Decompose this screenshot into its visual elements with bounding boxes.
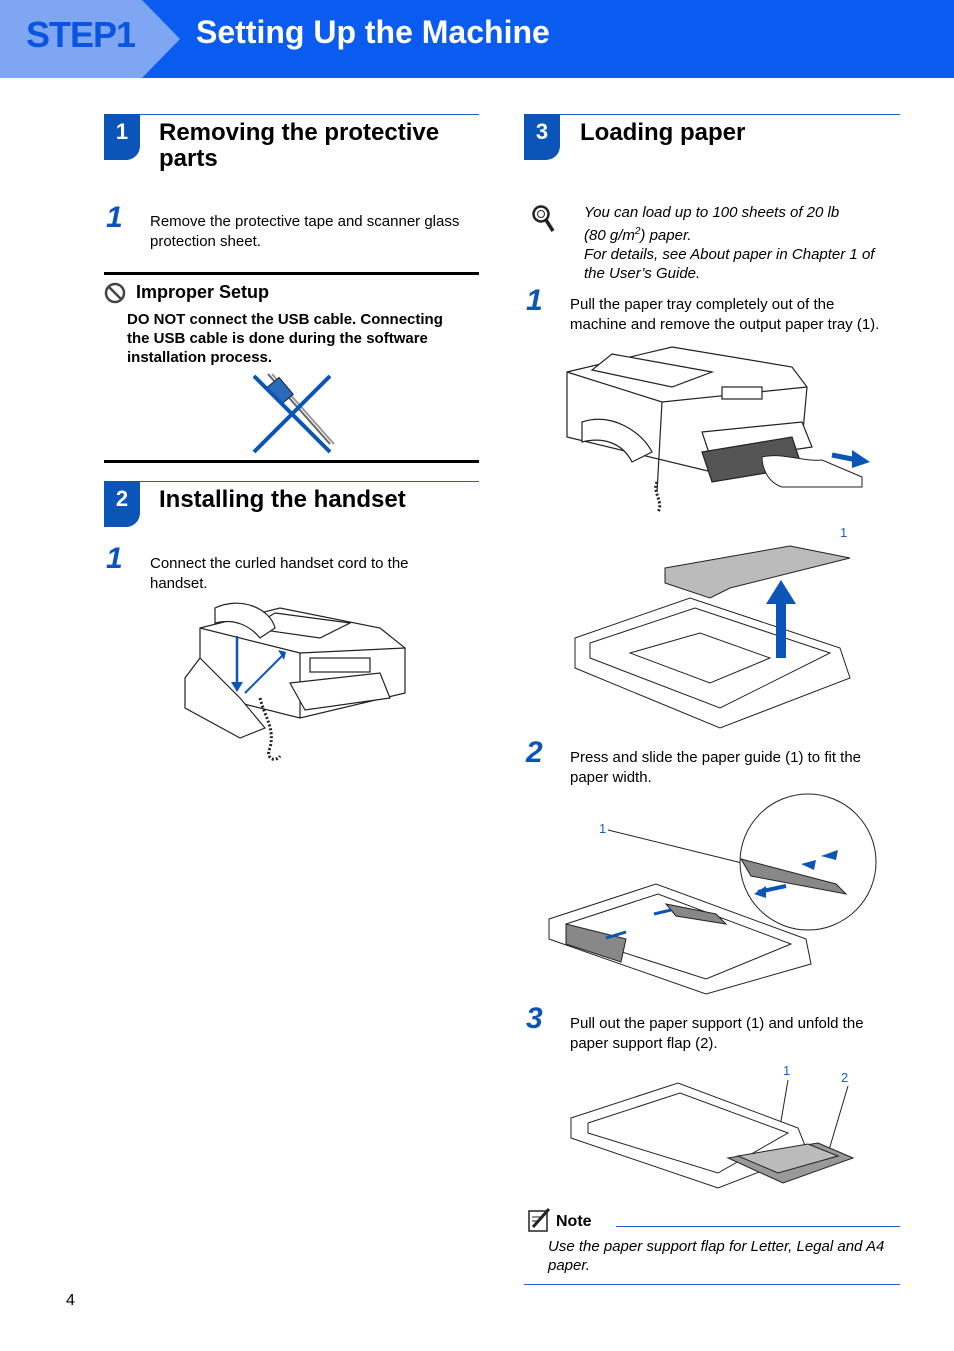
note-text-line: paper.	[548, 1257, 590, 1274]
figure-label: 1	[783, 1063, 791, 1078]
figure-label: 2	[841, 1070, 849, 1085]
step-chevron	[0, 0, 180, 78]
section-number-tab: 1	[104, 114, 140, 160]
step-text-line: Pull the paper tray completely out of th…	[570, 296, 835, 313]
page-title: Setting Up the Machine	[196, 14, 550, 50]
magnifier-tip-icon	[532, 205, 555, 232]
note-pencil-icon	[528, 1208, 551, 1232]
note-text-line: Use the paper support flap for Letter, L…	[548, 1238, 885, 1255]
section-number-tab: 2	[104, 481, 140, 527]
step-text-line: Remove the protective tape and scanner g…	[150, 213, 460, 230]
step-text-line: handset.	[150, 575, 208, 592]
step-number: 1	[106, 201, 123, 234]
step-number: 3	[526, 1002, 543, 1035]
section-rule	[104, 481, 479, 482]
warning-title: Improper Setup	[136, 282, 270, 302]
machine-tray-illustration	[566, 346, 870, 513]
section-number-tab: 3	[524, 114, 560, 160]
warning-top-rule	[104, 272, 479, 275]
warning-text-line: installation process.	[127, 349, 273, 366]
warning-text-line: the USB cable is done during the softwar…	[127, 330, 428, 347]
step-number: 1	[526, 284, 543, 317]
tip-text-line: the User’s Guide.	[584, 265, 701, 282]
step-text-line: paper width.	[570, 769, 652, 786]
warning-text-line: DO NOT connect the USB cable. Connecting	[127, 311, 443, 328]
paper-support-illustration	[570, 1079, 855, 1189]
tip-text-part: ) paper.	[640, 227, 692, 244]
step-number: 1	[106, 542, 123, 575]
figure-label: 1	[840, 525, 848, 540]
tip-text-line: (80 g/m2) paper.	[584, 222, 874, 245]
figure-label: 1	[599, 821, 607, 836]
step-number: 2	[526, 736, 543, 769]
step-text: Remove the protective tape and scanner g…	[150, 212, 459, 252]
usb-cable-crossed-icon	[252, 373, 335, 454]
step-text: Pull out the paper support (1) and unfol…	[570, 1014, 864, 1054]
tip-text-line: For details, see About paper in Chapter …	[584, 246, 875, 263]
section-rule	[524, 114, 900, 115]
tip-text-part: (80 g/m	[584, 227, 635, 244]
step-text-line: Pull out the paper support (1) and unfol…	[570, 1015, 864, 1032]
page-number: 4	[66, 1292, 75, 1309]
warning-text: DO NOT connect the USB cable. Connecting…	[127, 310, 443, 367]
step-text-line: protection sheet.	[150, 233, 261, 250]
step-text: Connect the curled handset cord to the h…	[150, 554, 409, 594]
output-tray-illustration	[574, 545, 851, 729]
step-label: STEP1	[26, 14, 136, 55]
step-text-line: Connect the curled handset cord to the	[150, 555, 409, 572]
section-title: Removing the protective parts	[159, 120, 439, 172]
warning-bottom-rule	[104, 460, 479, 463]
tip-text: You can load up to 100 sheets of 20 lb (…	[584, 203, 874, 283]
step-text: Press and slide the paper guide (1) to f…	[570, 748, 861, 788]
note-top-rule	[616, 1226, 900, 1227]
step-text-line: paper support flap (2).	[570, 1035, 718, 1052]
superscript: 2	[634, 226, 641, 237]
note-bottom-rule	[524, 1284, 900, 1285]
section-title-line: Removing the protective	[159, 119, 440, 146]
step-text: Pull the paper tray completely out of th…	[570, 295, 879, 335]
section-title: Loading paper	[580, 119, 746, 146]
prohibited-icon	[104, 282, 126, 304]
step-text-line: Press and slide the paper guide (1) to f…	[570, 749, 862, 766]
handset-illustration	[184, 602, 406, 761]
note-title: Note	[556, 1213, 592, 1230]
section-rule	[104, 114, 479, 115]
paper-guide-illustration	[548, 793, 877, 995]
note-text: Use the paper support flap for Letter, L…	[548, 1237, 884, 1275]
tip-text-line: You can load up to 100 sheets of 20 lb	[584, 204, 840, 221]
section-title: Installing the handset	[159, 486, 406, 513]
section-title-line: parts	[159, 145, 218, 172]
step-text-line: machine and remove the output paper tray…	[570, 316, 880, 333]
